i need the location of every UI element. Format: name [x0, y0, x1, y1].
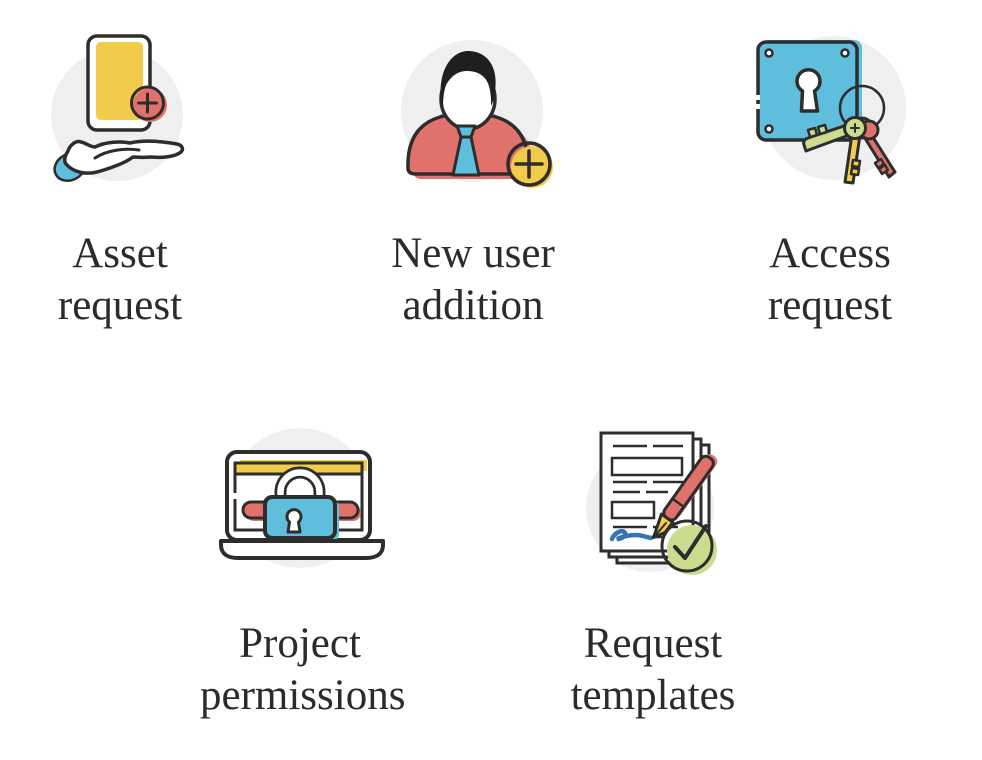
lock-with-keys-icon: [756, 36, 906, 185]
tile-request-templates[interactable]: Request templates: [553, 415, 753, 719]
tile-project-permissions[interactable]: Project permissions: [200, 415, 405, 719]
tile-label: Asset request: [57, 230, 183, 329]
tile-access-request[interactable]: Access request: [730, 25, 930, 340]
tile-label: Access request: [767, 230, 893, 329]
card-in-hand-icon: [51, 34, 185, 182]
tile-label: New user addition: [391, 230, 555, 329]
tile-label: Request templates: [570, 620, 736, 719]
tile-label: Project permissions: [200, 620, 406, 719]
tile-asset-request[interactable]: Asset request: [20, 25, 220, 340]
tile-new-user-addition[interactable]: New user addition: [373, 25, 573, 340]
person-with-plus-icon: [401, 40, 553, 188]
laptop-with-padlock-icon: [219, 428, 385, 568]
documents-pen-check-icon: [586, 431, 718, 575]
